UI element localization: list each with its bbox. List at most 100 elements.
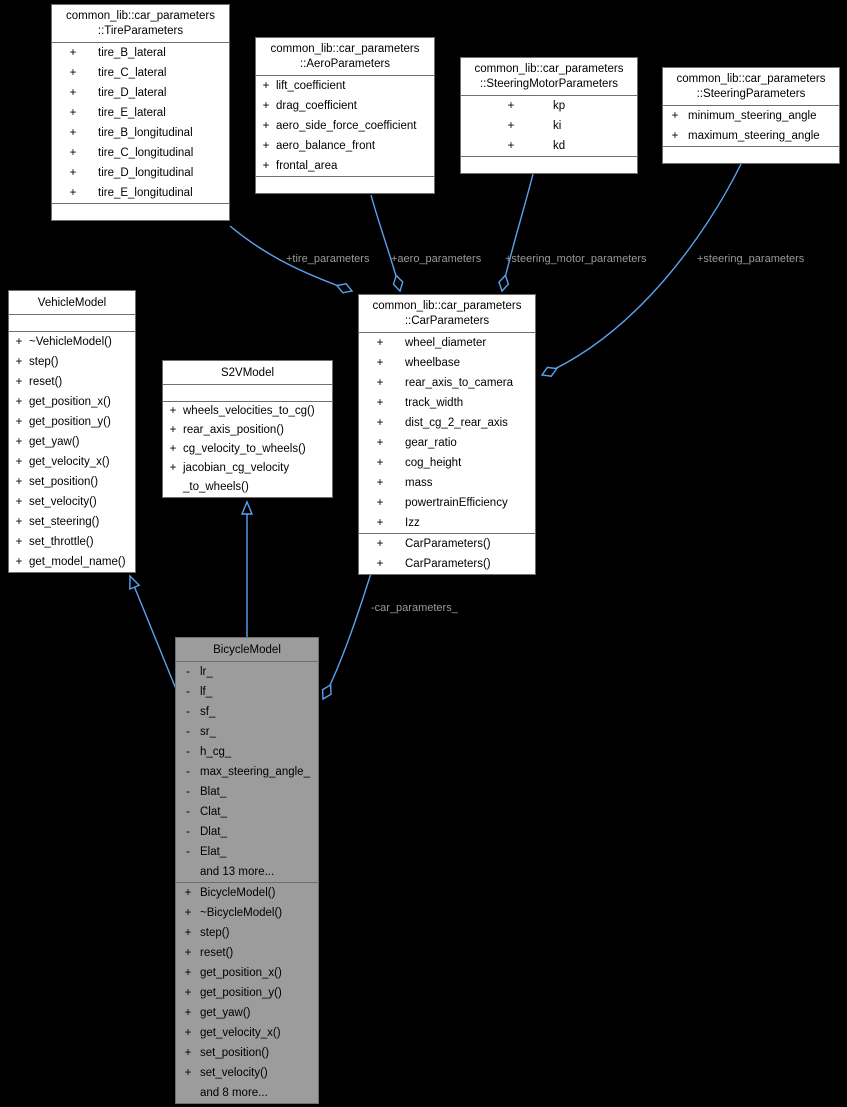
member-name: gear_ratio	[405, 437, 457, 449]
member-name: get_yaw()	[29, 436, 80, 448]
member-row: and 13 more...	[176, 862, 318, 882]
member-visibility: +	[15, 496, 23, 508]
member-row: +get_yaw()	[176, 1003, 318, 1023]
member-visibility: -	[186, 786, 190, 798]
member-visibility: +	[184, 1067, 192, 1079]
member-row: + frontal_area	[256, 156, 434, 176]
member-visibility: +	[69, 127, 77, 139]
member-row: +lift_coefficient	[256, 76, 434, 96]
member-visibility: -	[186, 806, 190, 818]
aggregation-edge-tire-parameters	[229, 225, 354, 294]
methods-section	[663, 146, 839, 163]
member-row: +get_position_y()	[176, 983, 318, 1003]
member-visibility: +	[376, 497, 384, 509]
member-name: frontal_area	[276, 160, 338, 172]
class-node-s2v-model[interactable]: S2VModel +wheels_velocities_to_cg()+rear…	[162, 360, 333, 498]
member-visibility: +	[376, 417, 384, 429]
class-title: VehicleModel	[9, 291, 135, 315]
member-row: +step()	[9, 352, 135, 372]
member-name: cg_velocity_to_wheels()	[183, 443, 306, 455]
member-visibility: +	[69, 67, 77, 79]
member-row: +jacobian_cg_velocity _to_wheels()	[163, 459, 332, 497]
member-visibility: -	[186, 746, 190, 758]
member-visibility: +	[184, 987, 192, 999]
member-name: maximum_steering_angle	[688, 130, 820, 142]
member-row: +get_model_name()	[9, 552, 135, 572]
member-name: cog_height	[405, 457, 462, 469]
member-row: -Clat_	[176, 802, 318, 822]
methods-section	[52, 203, 229, 220]
member-name: set_position()	[29, 476, 99, 488]
member-name: set_throttle()	[29, 536, 94, 548]
member-name: Blat_	[200, 786, 227, 798]
member-name: track_width	[405, 397, 464, 409]
member-row: +get_position_y()	[9, 412, 135, 432]
member-name: powertrainEfficiency	[405, 497, 508, 509]
member-name: lf_	[200, 686, 213, 698]
class-node-car-parameters[interactable]: common_lib::car_parameters ::CarParamete…	[358, 294, 536, 575]
attributes-section	[163, 385, 332, 401]
class-node-steering-parameters[interactable]: common_lib::car_parameters ::SteeringPar…	[662, 67, 840, 164]
class-title: common_lib::car_parameters ::TireParamet…	[52, 5, 229, 43]
member-name: minimum_steering_angle	[688, 110, 817, 122]
member-visibility: +	[169, 443, 177, 455]
member-row: -h_cg_	[176, 742, 318, 762]
attributes-section: +tire_B_lateral+tire_C_lateral+tire_D_la…	[52, 43, 229, 203]
class-node-steering-motor-parameters[interactable]: common_lib::car_parameters ::SteeringMot…	[460, 57, 638, 174]
member-name: lr_	[200, 666, 213, 678]
member-row: + cg_velocity_to_wheels()	[163, 440, 332, 459]
member-visibility: +	[184, 1047, 192, 1059]
member-row: + set_position()	[9, 472, 135, 492]
class-node-tire-parameters[interactable]: common_lib::car_parameters ::TireParamet…	[51, 4, 230, 221]
member-name: get_position_y()	[29, 416, 111, 428]
member-row: +cog_height	[359, 453, 535, 473]
member-row: +mass	[359, 473, 535, 493]
member-row: +aero_side_force_coefficient	[256, 116, 434, 136]
member-name: set_velocity()	[29, 496, 97, 508]
edge-label-steering-parameters: +steering_parameters	[697, 253, 805, 265]
member-name: ki	[553, 120, 562, 132]
member-name: Dlat_	[200, 826, 227, 838]
member-row: +rear_axis_position()	[163, 421, 332, 440]
class-node-vehicle-model[interactable]: VehicleModel +~VehicleModel()+step()+res…	[8, 290, 136, 573]
methods-section	[256, 176, 434, 193]
methods-section: +BicycleModel()+~BicycleModel()+step()+r…	[176, 882, 318, 1103]
member-name: wheels_velocities_to_cg()	[183, 405, 315, 417]
member-name: aero_side_force_coefficient	[276, 120, 417, 132]
methods-section: + wheels_velocities_to_cg() +rear_axis_pos…	[163, 401, 332, 497]
member-name: max_steering_angle_	[200, 766, 310, 778]
member-visibility: +	[15, 396, 23, 408]
member-visibility: +	[376, 538, 384, 550]
class-node-aero-parameters[interactable]: common_lib::car_parameters ::AeroParamet…	[255, 37, 435, 194]
member-row: -Blat_	[176, 782, 318, 802]
member-row: +set_velocity()	[176, 1063, 318, 1083]
member-name: tire_E_longitudinal	[98, 187, 193, 199]
member-visibility: +	[671, 130, 679, 142]
class-node-bicycle-model[interactable]: BicycleModel -lr_-lf_-sf_-sr_-h_cg_-max_…	[175, 637, 319, 1104]
member-visibility: -	[186, 826, 190, 838]
member-name: step()	[200, 927, 230, 939]
member-visibility: +	[15, 336, 23, 348]
member-row: +gear_ratio	[359, 433, 535, 453]
member-row: +tire_D_lateral	[52, 83, 229, 103]
methods-section: +~VehicleModel()+step()+reset()+get_posi…	[9, 331, 135, 572]
member-row: +get_position_x()	[9, 392, 135, 412]
member-row: +Izz	[359, 513, 535, 533]
member-visibility: +	[169, 405, 177, 417]
class-title: common_lib::car_parameters ::AeroParamet…	[256, 38, 434, 76]
member-row: -Elat_	[176, 842, 318, 862]
member-visibility: +	[69, 147, 77, 159]
member-name: get_model_name()	[29, 556, 126, 568]
member-visibility: +	[15, 476, 23, 488]
member-visibility: +	[376, 337, 384, 349]
member-visibility: +	[262, 160, 270, 172]
member-name: sf_	[200, 706, 216, 718]
member-visibility: +	[69, 187, 77, 199]
member-visibility: -	[186, 706, 190, 718]
member-visibility: -	[186, 726, 190, 738]
methods-section: +CarParameters()+CarParameters()	[359, 533, 535, 574]
member-visibility: +	[15, 536, 23, 548]
member-name: and 8 more...	[200, 1087, 268, 1099]
member-visibility: +	[184, 967, 192, 979]
edge-label-steering-motor-parameters: +steering_motor_parameters	[505, 253, 647, 265]
